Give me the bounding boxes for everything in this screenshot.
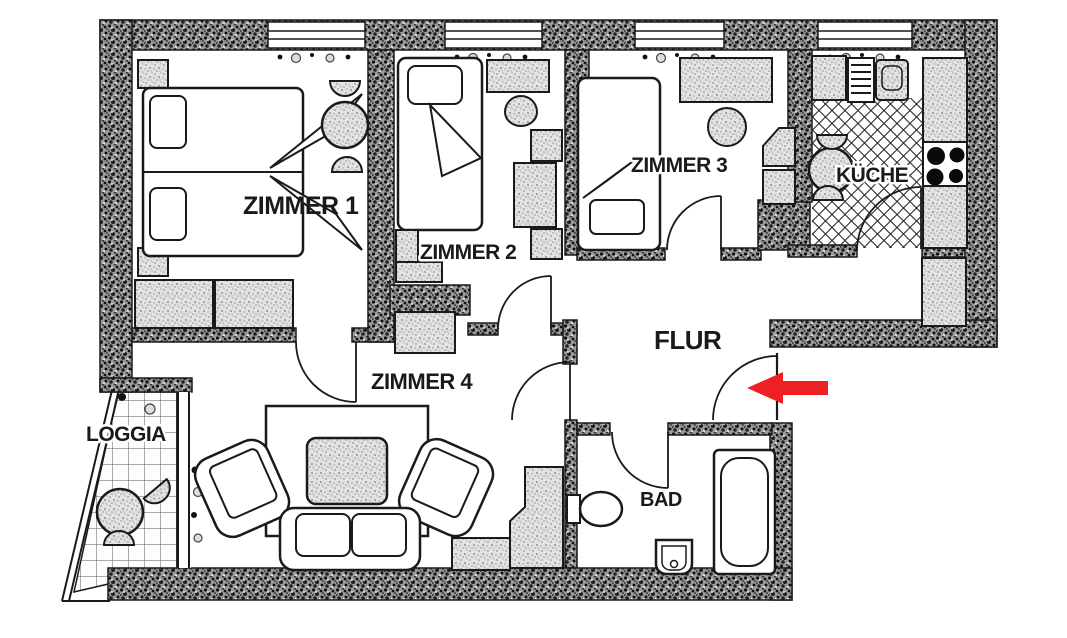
stool-icon <box>142 477 171 505</box>
stool-icon <box>330 156 364 173</box>
door-zimmer4 <box>511 361 571 421</box>
round-table-icon <box>320 100 370 150</box>
washbasin-icon <box>654 538 694 576</box>
room-loggia: LOGGIA <box>84 421 171 546</box>
stool-icon <box>102 530 136 546</box>
chair-icon <box>530 129 563 162</box>
door-bad <box>611 431 669 489</box>
wall-zimmer3-corner-block <box>757 199 811 251</box>
room-zimmer3: ZIMMER 3 <box>576 57 796 252</box>
wall-zimmer2-bottom-block <box>389 284 471 316</box>
stove-icon <box>922 141 968 187</box>
nightstand-icon <box>137 59 169 89</box>
loggia-window-wall <box>118 392 204 568</box>
stool-icon <box>811 185 845 201</box>
doors <box>295 186 922 489</box>
wall-zimmer3-bottom-right <box>720 247 762 261</box>
armchair-icon <box>397 437 495 538</box>
sofa-icon <box>278 506 422 572</box>
door-zimmer1-zimmer4 <box>295 341 357 403</box>
cabinet-icon <box>762 169 796 205</box>
stool-icon <box>328 80 362 97</box>
door-kueche <box>856 186 922 252</box>
wardrobe-icon <box>679 57 773 103</box>
entrance-arrow <box>747 372 828 404</box>
room-label-zimmer4: ZIMMER 4 <box>371 369 473 394</box>
cabinet-icon <box>451 537 511 571</box>
door-zimmer3 <box>666 195 722 251</box>
room-label-bad: BAD <box>640 489 682 511</box>
wall-kueche-bottom-left <box>787 244 858 258</box>
wall-loggia-top <box>99 377 193 393</box>
desk-icon <box>513 162 557 228</box>
room-bad: BAD <box>566 448 777 576</box>
counter-icon <box>922 57 968 143</box>
chair-icon <box>530 228 563 260</box>
room-kueche: KÜCHE <box>807 55 968 249</box>
counter-icon <box>875 59 909 101</box>
wall-zimmer1-bottom <box>131 327 297 343</box>
stool-icon <box>707 107 747 147</box>
single-bed-icon <box>576 76 662 252</box>
wardrobe-icon <box>214 279 294 329</box>
room-label-flur: FLUR <box>654 325 722 355</box>
cabinet-icon <box>395 261 443 283</box>
room-zimmer2: ZIMMER 2 <box>395 56 563 283</box>
wall-bottom <box>107 567 793 601</box>
wall-zimmer1-zimmer2 <box>367 49 395 343</box>
room-flur: FLUR <box>654 257 967 355</box>
windows <box>267 21 913 49</box>
wardrobe-icon <box>134 279 214 329</box>
stool-icon <box>815 134 849 150</box>
coffee-table-icon <box>305 436 389 506</box>
room-label-kueche: KÜCHE <box>836 164 909 187</box>
room-zimmer4: ZIMMER 4 <box>193 311 564 572</box>
wall-flur-stub-top <box>562 319 578 365</box>
wall-bad-top-left <box>576 422 611 436</box>
wall-bad-top-right <box>667 422 773 436</box>
counter-icon <box>811 55 847 101</box>
toilet-icon <box>566 490 624 528</box>
door-zimmer2 <box>497 275 552 330</box>
corner-desk-icon <box>509 466 564 569</box>
window-kueche <box>817 21 913 49</box>
room-label-loggia: LOGGIA <box>86 423 166 446</box>
stool-icon <box>503 95 539 127</box>
room-label-zimmer1: ZIMMER 1 <box>243 192 359 220</box>
dresser-icon <box>486 59 550 93</box>
armchair-icon <box>193 438 291 539</box>
wardrobe-icon <box>394 311 456 354</box>
wall-right <box>964 19 998 348</box>
round-table-icon <box>95 487 145 537</box>
window-zimmer2 <box>444 21 543 49</box>
room-label-zimmer3: ZIMMER 3 <box>631 154 727 177</box>
desk-icon <box>762 127 796 167</box>
wall-hall-left <box>467 322 499 336</box>
window-zimmer1 <box>267 21 366 49</box>
closet-icon <box>921 257 967 327</box>
loggia-rail <box>61 389 120 602</box>
window-zimmer3 <box>634 21 725 49</box>
bathtub-icon <box>712 448 777 576</box>
room-zimmer1: ZIMMER 1 <box>134 59 370 329</box>
walls <box>99 19 998 601</box>
sink-drainboard-icon <box>847 57 875 103</box>
room-label-zimmer2: ZIMMER 2 <box>420 241 516 264</box>
single-bed-icon <box>396 56 484 232</box>
counter-icon <box>922 185 968 249</box>
wall-left <box>99 19 133 393</box>
